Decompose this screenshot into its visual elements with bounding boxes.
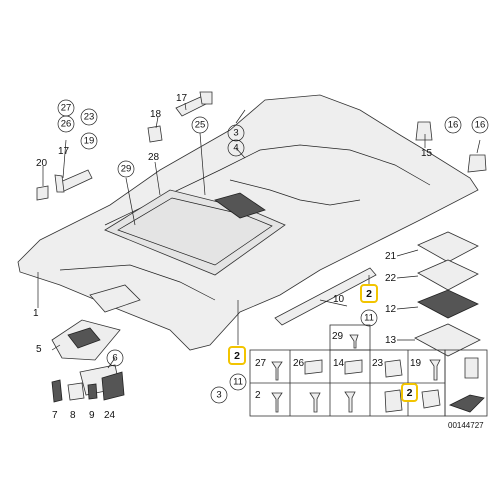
- label-17-top: 17: [176, 93, 188, 104]
- plain-labels: 18 17 17 20 28 15 1 5 10 21 22 12 13 7 8…: [33, 93, 433, 421]
- label-15: 15: [421, 148, 433, 159]
- callout-3: 3: [233, 128, 238, 139]
- trim-strip-10: [274, 267, 377, 326]
- callout-4: 11: [233, 377, 243, 388]
- callout-4-top: 4: [233, 143, 238, 154]
- bracket-15b: [467, 154, 487, 173]
- callout-16-a: 16: [448, 120, 459, 131]
- label-9: 9: [89, 410, 95, 421]
- module-21: [417, 231, 479, 263]
- overhead-console: [51, 284, 141, 361]
- leader-lines: [37, 102, 481, 369]
- callout-23: 23: [84, 112, 95, 123]
- module-12: [417, 289, 479, 319]
- bracket-15a: [415, 121, 433, 141]
- highlight-label-2-center: 2: [366, 288, 372, 300]
- label-21: 21: [385, 251, 397, 262]
- label-14: 14: [333, 358, 345, 369]
- highlight-box-1: [228, 346, 246, 365]
- label-22: 22: [385, 273, 397, 284]
- callout-16-b: 16: [475, 120, 486, 131]
- label-19: 19: [410, 358, 422, 369]
- part-7: [51, 379, 63, 403]
- highlight-boxes: [228, 284, 418, 402]
- label-27: 27: [255, 358, 267, 369]
- callout-6: 6: [112, 353, 117, 364]
- label-23: 23: [372, 358, 384, 369]
- label-1: 1: [33, 308, 39, 319]
- label-11: 2: [255, 390, 261, 401]
- label-10: 10: [333, 294, 345, 305]
- screw-icons: [271, 334, 479, 413]
- label-5: 5: [36, 344, 42, 355]
- clip-18: [147, 125, 163, 143]
- grab-handle-left: [54, 169, 93, 193]
- highlight-box-2: [360, 284, 378, 303]
- callout-19: 19: [84, 136, 95, 147]
- highlight-box-3: [401, 383, 418, 402]
- label-18: 18: [150, 109, 162, 120]
- part-9: [87, 383, 98, 400]
- label-28: 28: [148, 152, 160, 163]
- callout-25: 25: [195, 120, 206, 131]
- callout-11: 11: [364, 313, 374, 324]
- part-24: [101, 371, 125, 401]
- label-12: 12: [385, 304, 397, 315]
- label-24: 24: [104, 410, 116, 421]
- label-7: 7: [52, 410, 58, 421]
- callout-29: 29: [121, 164, 132, 175]
- part-8: [67, 382, 85, 401]
- callout-3-bottom: 3: [216, 390, 221, 401]
- label-29: 29: [332, 331, 344, 342]
- label-17: 17: [58, 146, 70, 157]
- callout-26: 26: [61, 119, 72, 130]
- reference-number: 00144727: [448, 421, 484, 430]
- callouts: 27 26 23 19 25 29 3 4 16 16 6 11 11 3: [57, 99, 489, 404]
- sunroof-frame: [104, 189, 286, 276]
- callout-27: 27: [61, 103, 72, 114]
- label-13: 13: [385, 335, 397, 346]
- highlight-label-2-left: 2: [234, 350, 240, 362]
- grab-handle-top: [175, 91, 213, 117]
- label-20: 20: [36, 158, 48, 169]
- highlight-label-2-grid: 2: [407, 387, 413, 399]
- cover-20: [36, 185, 49, 201]
- module-22: [417, 259, 479, 291]
- label-26: 26: [293, 358, 305, 369]
- label-8: 8: [70, 410, 76, 421]
- module-13: [414, 323, 481, 357]
